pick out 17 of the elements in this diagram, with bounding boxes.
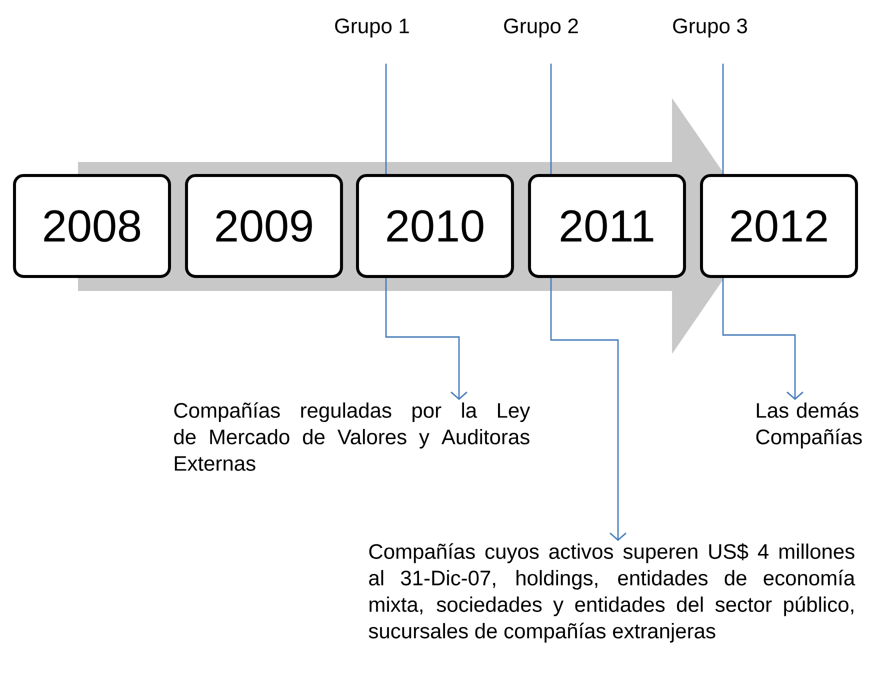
connector-line [385,64,387,174]
description-text: Las demás Compañías [756,402,862,449]
group-label: Grupo 2 [504,18,578,38]
elbow-arrow [385,278,468,400]
year-box: 2012 [700,174,858,278]
year-box: 2011 [528,174,686,278]
group-label: Grupo 3 [673,18,747,38]
year-box: 2010 [356,174,514,278]
elbow-arrow [722,278,804,400]
connector-line [722,64,724,174]
elbow-arrow [550,278,626,542]
year-box: 2008 [13,174,171,278]
group-label: Grupo 1 [335,18,409,38]
description-text: Compañías reguladas por la Ley de Mercado de Valores y Auditoras Externas [174,402,530,471]
connector-line [550,64,552,174]
year-box: 2009 [185,174,343,278]
description-text: Compañías cuyos activos superen US$ 4 millones al 31-Dic-07, holdings, entidades de economía mixta, sociedades y entidades del sector público, sucursales de compañías extranjeras [368,543,856,643]
